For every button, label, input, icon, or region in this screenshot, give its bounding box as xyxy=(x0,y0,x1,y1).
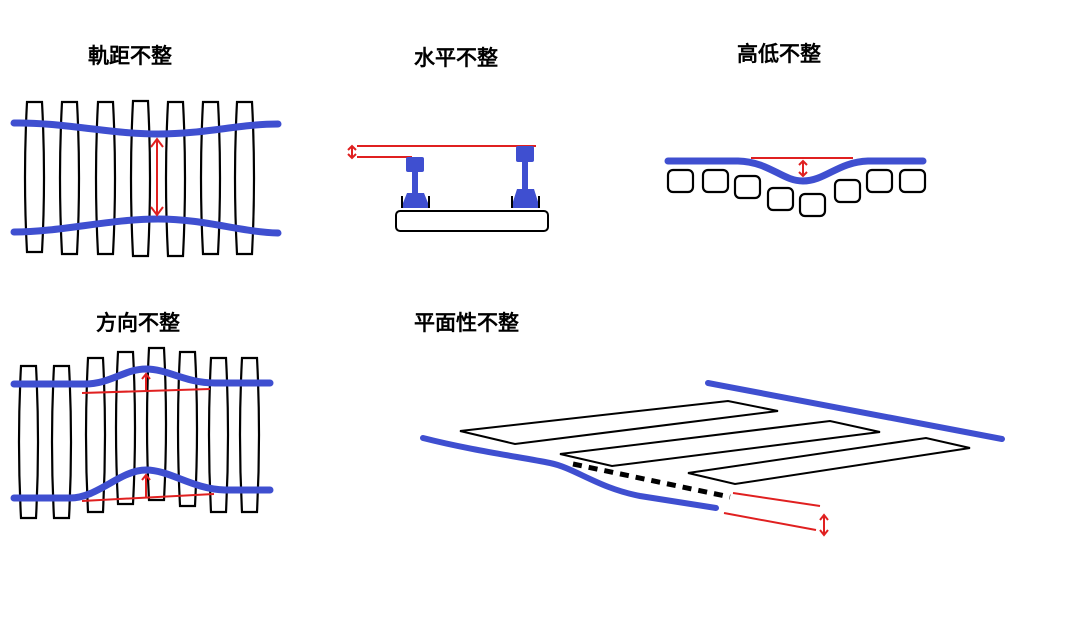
level-irregularity-label: 水平不整 xyxy=(414,46,498,70)
sleeper xyxy=(238,356,261,514)
rail-fasteners xyxy=(401,196,540,208)
sleeper xyxy=(50,364,73,520)
sleeper xyxy=(17,364,40,520)
twist-markers xyxy=(723,492,829,537)
sleeper xyxy=(199,100,222,256)
sleepers xyxy=(459,399,971,486)
sleeper xyxy=(559,419,881,468)
rail-bottom xyxy=(10,466,274,502)
gauge-irregularity-panel xyxy=(10,99,282,258)
rail-far xyxy=(705,380,1005,442)
gauge-irregularity-label: 軌距不整 xyxy=(88,44,172,68)
rail-left xyxy=(401,157,430,208)
sleeper xyxy=(94,100,117,256)
sleeper xyxy=(164,100,187,258)
vertical-irregularity-panel xyxy=(664,157,927,218)
level-irregularity-panel xyxy=(347,144,549,232)
rail-right xyxy=(511,146,540,208)
rail xyxy=(664,157,927,185)
alignment-irregularity-label: 方向不整 xyxy=(96,311,180,335)
sleeper xyxy=(687,436,971,486)
sleeper xyxy=(459,399,779,446)
vertical-arrow xyxy=(798,159,808,178)
sleepers xyxy=(17,346,261,520)
rail-top xyxy=(10,119,282,138)
sleeper xyxy=(58,100,81,256)
twist-irregularity-label: 平面性不整 xyxy=(414,311,519,335)
alignment-markers xyxy=(81,372,215,502)
sleeper xyxy=(23,100,46,254)
sleeper xyxy=(233,100,256,256)
vertical-irregularity-label: 高低不整 xyxy=(737,42,821,66)
twist-irregularity-panel xyxy=(420,380,1005,537)
rail-near xyxy=(420,435,719,511)
sleeper xyxy=(207,356,230,514)
sleeper-dashed-end xyxy=(572,461,731,500)
rail-bottom xyxy=(10,215,282,237)
sleeper xyxy=(145,346,168,502)
rail-top xyxy=(10,365,274,388)
level-marker xyxy=(347,144,536,160)
sleeper xyxy=(84,356,107,514)
alignment-irregularity-panel xyxy=(10,346,274,520)
sleeper xyxy=(395,210,549,232)
sleeper xyxy=(129,99,152,258)
gauge-arrow xyxy=(150,137,164,217)
sleepers xyxy=(23,99,256,258)
ballast-blocks xyxy=(666,168,927,218)
